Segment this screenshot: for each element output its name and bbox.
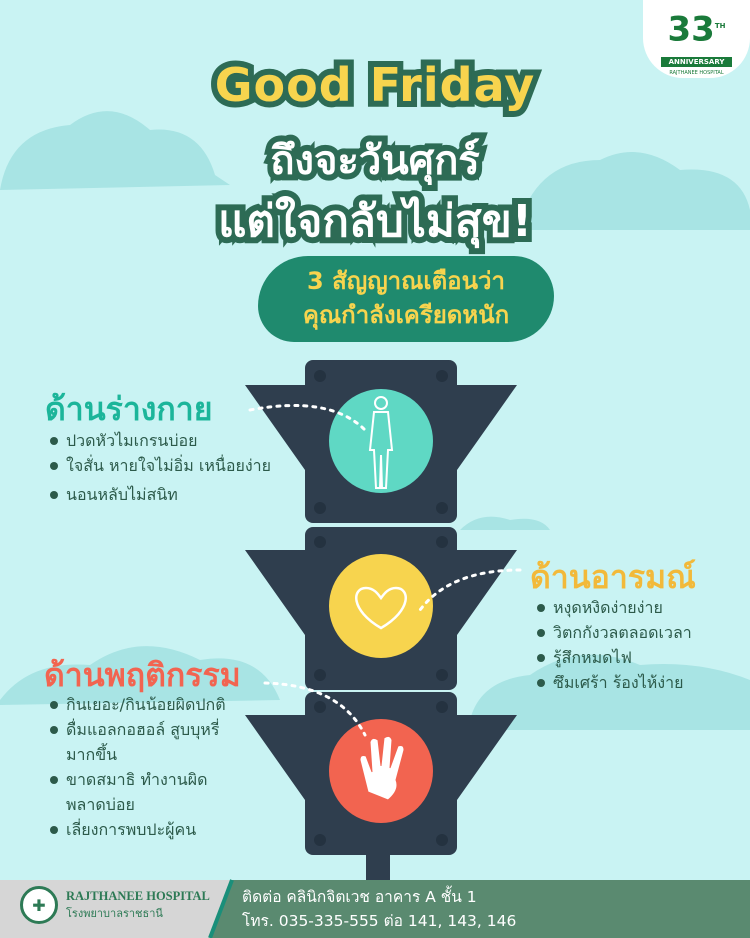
hand-icon	[359, 735, 405, 801]
hospital-brand: ✚ RAJTHANEE HOSPITAL โรงพยาบาลราชธานี	[20, 886, 210, 924]
logo-ribbon: ANNIVERSARY	[660, 57, 733, 68]
behavioral-list: กินเยอะ/กินน้อยผิดปกติ ดื่มแอลกอฮอล์ สูบ…	[48, 692, 288, 842]
list-item: ปวดหัวไมเกรนบ่อย	[48, 428, 288, 453]
body-icon	[368, 396, 394, 489]
logo-number: 33	[667, 9, 715, 50]
emotional-list: หงุดหงิดง่ายง่าย วิตกกังวลตลอดเวลา รู้สึ…	[535, 595, 745, 695]
hospital-name-th: โรงพยาบาลราชธานี	[66, 906, 163, 920]
list-item: หงุดหงิดง่ายง่าย	[535, 595, 745, 620]
physical-list: ปวดหัวไมเกรนบ่อย ใจสั่น หายใจไม่อิ่ม เหน…	[48, 428, 288, 507]
physical-heading: ด้านร่างกาย	[45, 390, 213, 428]
hospital-name-en: RAJTHANEE HOSPITAL	[66, 888, 210, 903]
subtitle-line1: 3 สัญญาณเตือนว่า	[307, 267, 505, 295]
title-line1: Good Friday	[209, 52, 540, 118]
behavioral-heading: ด้านพฤติกรรม	[44, 656, 241, 694]
logo-suffix: TH	[714, 22, 726, 30]
list-item: ใจสั่น หายใจไม่อิ่ม เหนื่อยง่าย	[48, 453, 288, 478]
anniversary-logo: 33TH ANNIVERSARY RAJTHANEE HOSPITAL	[643, 0, 750, 78]
contact-phone: โทร. 035-335-555 ต่อ 141, 143, 146	[242, 912, 517, 930]
list-item: เลี่ยงการพบปะผู้คน	[48, 817, 288, 842]
subtitle-line2: คุณกำลังเครียดหนัก	[302, 301, 510, 329]
subtitle-badge: 3 สัญญาณเตือนว่า คุณกำลังเครียดหนัก	[258, 256, 554, 342]
list-item: วิตกกังวลตลอดเวลา	[535, 620, 745, 645]
clouds	[0, 111, 750, 730]
title-line2: ถึงจะวันศุกร์	[264, 132, 486, 190]
contact-info: ติดต่อ คลินิกจิตเวช อาคาร A ชั้น 1 โทร. …	[242, 885, 516, 933]
list-item: ขาดสมาธิ ทำงานผิดพลาดบ่อย	[48, 767, 238, 817]
list-item: รู้สึกหมดไฟ	[535, 645, 745, 670]
connector-lines	[248, 404, 522, 737]
list-item: ซึมเศร้า ร้องไห้ง่าย	[535, 670, 745, 695]
contact-location: ติดต่อ คลินิกจิตเวช อาคาร A ชั้น 1	[242, 888, 477, 906]
hospital-seal-icon: ✚	[20, 886, 58, 924]
green-light	[329, 389, 433, 493]
list-item: นอนหลับไม่สนิท	[48, 482, 288, 507]
footer-bg	[0, 879, 750, 938]
traffic-light	[245, 360, 517, 885]
logo-hospital: RAJTHANEE HOSPITAL	[669, 70, 724, 77]
heart-icon	[355, 586, 407, 630]
list-item: ดื่มแอลกอฮอล์ สูบบุหรี่มากขึ้น	[48, 717, 228, 767]
list-item: กินเยอะ/กินน้อยผิดปกติ	[48, 692, 288, 717]
title-line3: แต่ใจกลับไม่สุข!	[212, 190, 538, 253]
emotional-heading: ด้านอารมณ์	[530, 558, 696, 596]
